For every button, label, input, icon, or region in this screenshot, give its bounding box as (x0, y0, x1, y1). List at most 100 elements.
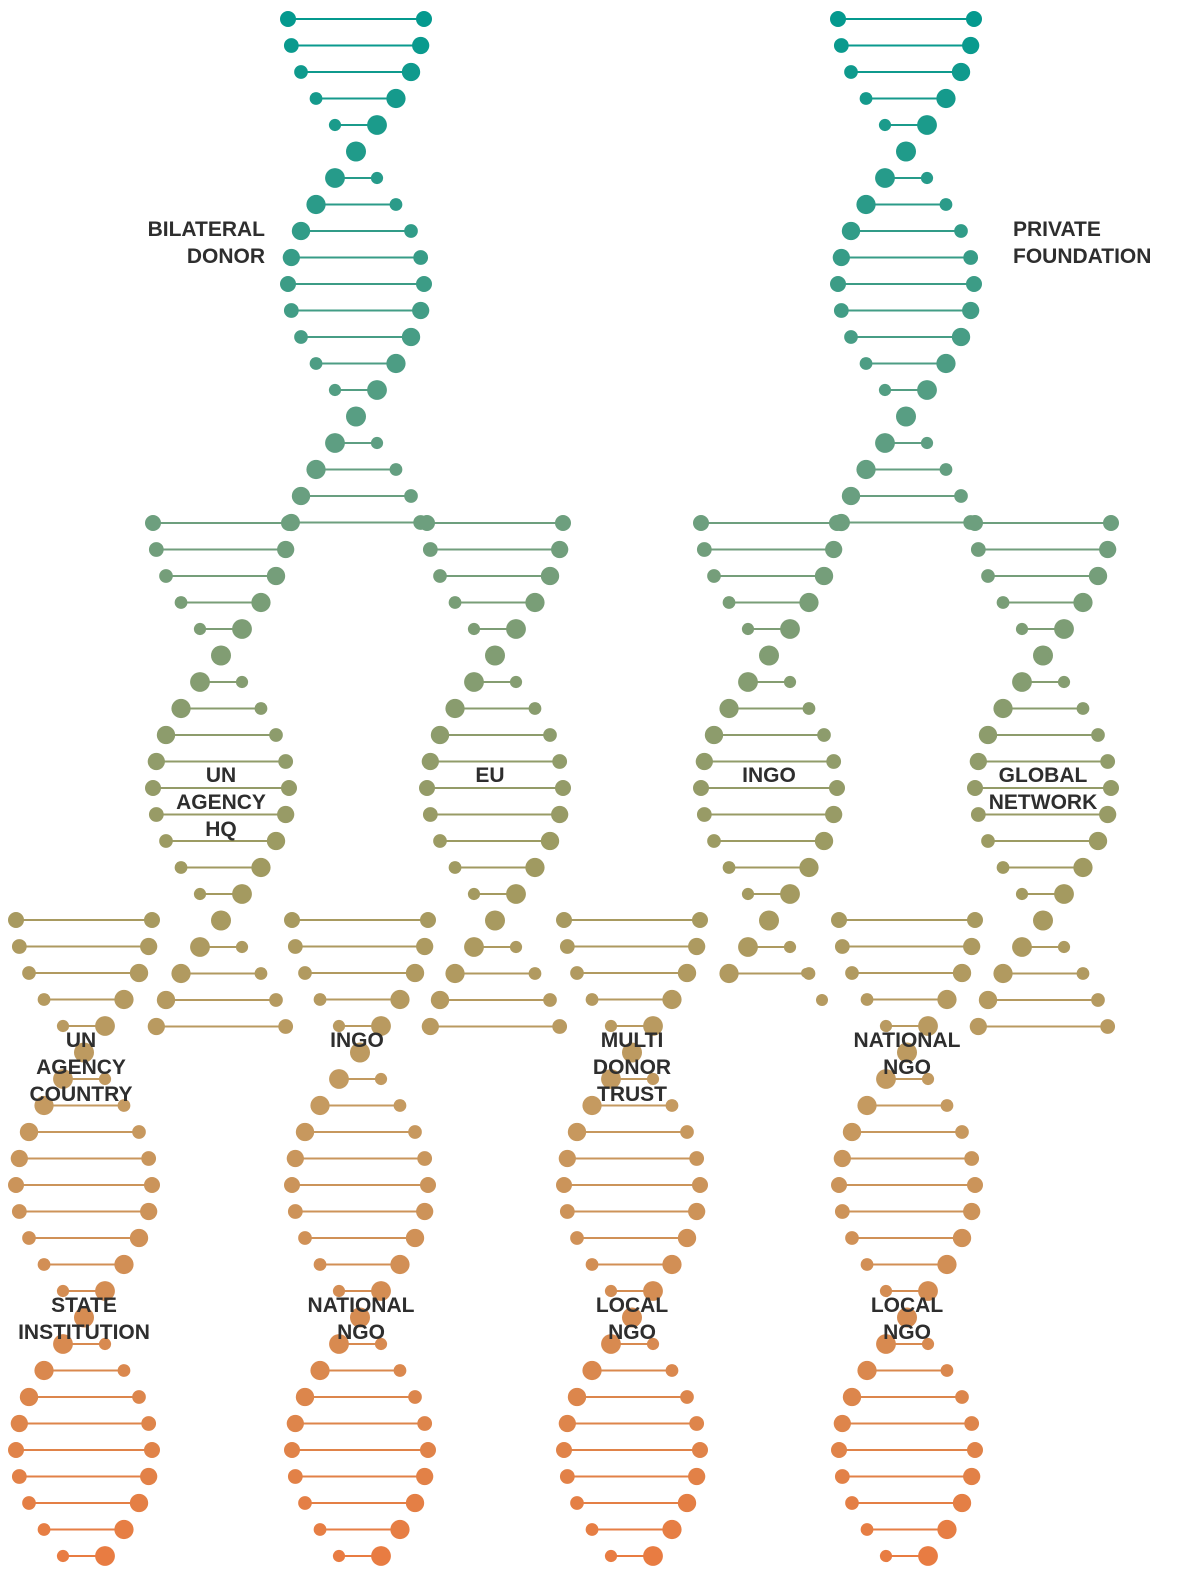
helix-node-dot (688, 937, 706, 956)
helix-node-dot (996, 861, 1010, 874)
helix-node-dot (704, 725, 724, 745)
helix-node-dot (1037, 649, 1049, 662)
helix-node-dot (551, 540, 569, 559)
helix-node-dot (416, 11, 432, 27)
helix-node-dot (643, 1016, 663, 1036)
helix-node-dot (390, 1254, 410, 1275)
helix-node-dot (53, 1334, 73, 1354)
helix-node-dot (422, 542, 438, 557)
helix-node-dot (95, 1016, 115, 1036)
helix-node-dot (955, 1390, 969, 1404)
helix-node-dot (350, 145, 362, 158)
helix-node-dot (174, 596, 188, 609)
helix-node-dot (309, 357, 323, 370)
helix-node-dot (585, 1258, 599, 1271)
helix-node-dot (963, 1467, 981, 1486)
label-global-network: GLOBAL NETWORK (988, 764, 1098, 814)
helix-node-dot (845, 966, 859, 980)
helix-node-dot (328, 118, 342, 132)
helix-tail-dot (801, 968, 811, 978)
helix-node-dot (1073, 857, 1093, 878)
helix-node-dot (117, 1099, 131, 1112)
helix-node-dot (506, 619, 526, 639)
helix-node-dot (98, 1337, 112, 1351)
helix-node-dot (954, 489, 968, 503)
label-private-foundation: PRIVATE FOUNDATION (1013, 218, 1152, 268)
helix-node-dot (978, 990, 998, 1010)
helix-eu (419, 515, 571, 1036)
helix-ingo-upper (693, 515, 845, 984)
helix-node-dot (11, 939, 27, 954)
helix-node-dot (692, 1177, 708, 1193)
helix-node-dot (298, 1496, 312, 1510)
helix-node-dot (147, 1017, 165, 1036)
helix-node-dot (174, 861, 188, 874)
helix-node-dot (448, 596, 462, 609)
helix-node-dot (802, 702, 816, 715)
helix-node-dot (283, 38, 299, 53)
helix-node-dot (845, 1496, 859, 1510)
helix-node-dot (967, 515, 983, 531)
helix-node-dot (298, 966, 312, 980)
helix-node-dot (799, 592, 819, 613)
helix-node-dot (936, 353, 956, 374)
helix-node-dot (555, 515, 571, 531)
helix-node-dot (783, 675, 797, 689)
helix-node-dot (833, 38, 849, 53)
helix-node-dot (570, 1496, 584, 1510)
label-multi-donor-trust: MULTI DONOR TRUST (592, 1029, 672, 1106)
helix-node-dot (817, 728, 831, 742)
helix-node-dot (328, 383, 342, 397)
helix-node-dot (22, 966, 36, 980)
helix-node-dot (1057, 675, 1071, 689)
helix-node-dot (159, 569, 173, 583)
helix-node-dot (875, 168, 895, 188)
helix-node-dot (294, 65, 308, 79)
helix-node-dot (114, 1254, 134, 1275)
helix-node-dot (917, 115, 937, 135)
helix-node-dot (309, 92, 323, 105)
helix-node-dot (421, 752, 439, 771)
helix-node-dot (878, 383, 892, 397)
helix-node-dot (966, 276, 982, 292)
helix-node-dot (371, 1546, 391, 1566)
helix-node-dot (814, 566, 834, 586)
helix-node-dot (389, 463, 403, 476)
helix-node-dot (156, 725, 176, 745)
helix-node-dot (860, 993, 874, 1006)
helix-node-dot (556, 1442, 572, 1458)
helix-node-dot (37, 1523, 51, 1536)
helix-node-dot (763, 649, 775, 662)
helix-node-dot (937, 989, 957, 1010)
helix-node-dot (140, 1202, 158, 1221)
helix-node-dot (719, 963, 739, 984)
helix-node-dot (294, 330, 308, 344)
helix-node-dot (420, 1177, 436, 1193)
helix-node-dot (559, 1469, 575, 1484)
helix-node-dot (329, 1334, 349, 1354)
helix-node-dot (896, 406, 916, 427)
helix-node-dot (917, 380, 937, 400)
helix-node-dot (831, 1177, 847, 1193)
helix-node-dot (10, 1414, 28, 1433)
helix-node-dot (601, 1069, 621, 1089)
helix-node-dot (464, 937, 484, 957)
helix-node-dot (680, 1390, 694, 1404)
helix-node-dot (1057, 940, 1071, 954)
helix-node-dot (405, 1493, 425, 1513)
helix-node-dot (132, 1390, 146, 1404)
helix-node-dot (145, 780, 161, 796)
helix-node-dot (825, 540, 843, 559)
helix-node-dot (266, 831, 286, 851)
helix-node-dot (981, 569, 995, 583)
helix-node-dot (963, 250, 979, 265)
helix-node-dot (689, 1416, 705, 1431)
helix-node-dot (390, 989, 410, 1010)
helix-node-dot (780, 619, 800, 639)
helix-node-dot (132, 1125, 146, 1139)
helix-node-dot (540, 831, 560, 851)
helix-node-dot (393, 1099, 407, 1112)
helix-node-dot (464, 672, 484, 692)
helix-node-dot (662, 1519, 682, 1540)
